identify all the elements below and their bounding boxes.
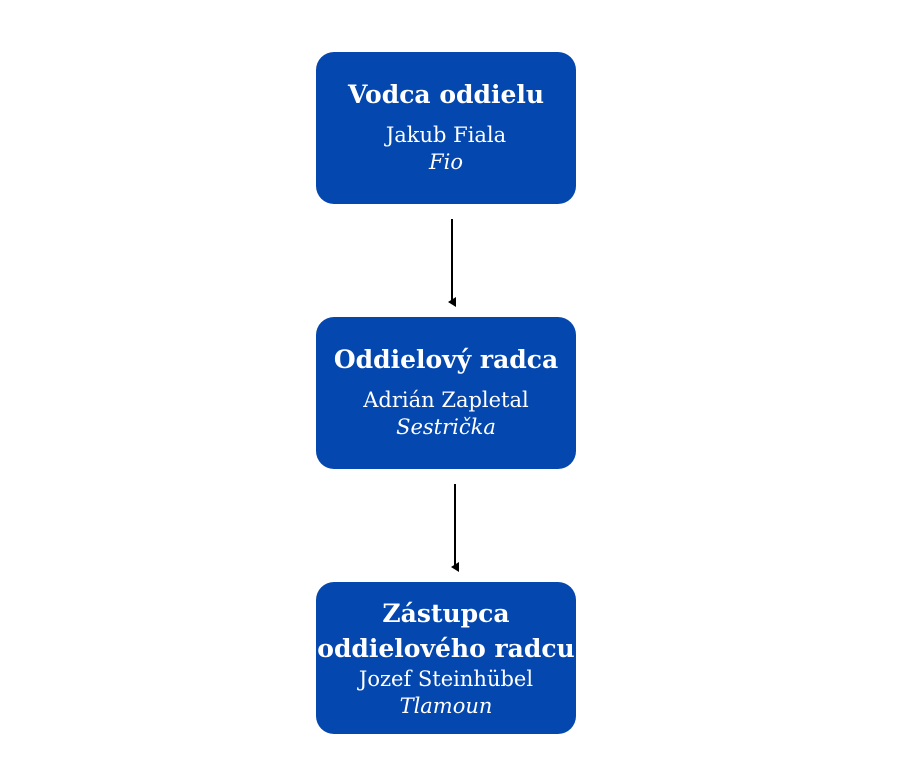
- node-person-nickname: Tlamoun: [399, 694, 493, 718]
- node-zastupca-oddieloveho-radcu: Zástupca oddielového radcu Jozef Steinhü…: [316, 582, 576, 734]
- node-title: Vodca oddielu: [347, 80, 545, 109]
- node-person-nickname: Sestrička: [396, 415, 496, 439]
- node-vodca-oddielu: Vodca oddielu Jakub Fiala Fio: [316, 52, 576, 204]
- node-person-nickname: Fio: [429, 150, 463, 174]
- node-person-name: Jozef Steinhübel: [358, 667, 534, 691]
- node-person-name: Jakub Fiala: [385, 123, 507, 147]
- node-title-line: Zástupca: [382, 599, 510, 628]
- node-person-name: Adrián Zapletal: [363, 388, 529, 412]
- node-title: Zástupca oddielového radcu: [317, 596, 574, 666]
- node-title: Oddielový radca: [333, 345, 559, 374]
- node-title-line: oddielového radcu: [317, 634, 575, 663]
- node-oddielovy-radca: Oddielový radca Adrián Zapletal Sestričk…: [316, 317, 576, 469]
